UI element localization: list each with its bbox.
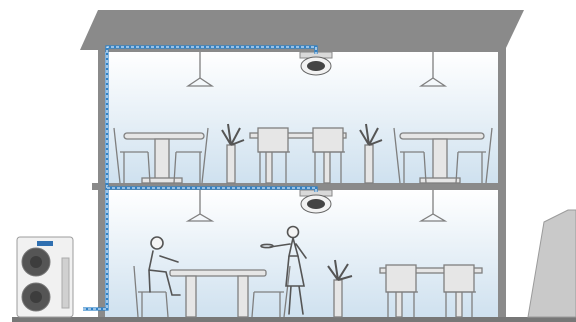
ceiling-cassette-icon — [300, 52, 332, 75]
ground-line — [12, 317, 576, 322]
ceiling-cassette-icon — [300, 190, 332, 213]
roof — [80, 10, 524, 50]
condenser-unit-icon — [17, 237, 73, 317]
neighbour-building — [528, 210, 576, 317]
